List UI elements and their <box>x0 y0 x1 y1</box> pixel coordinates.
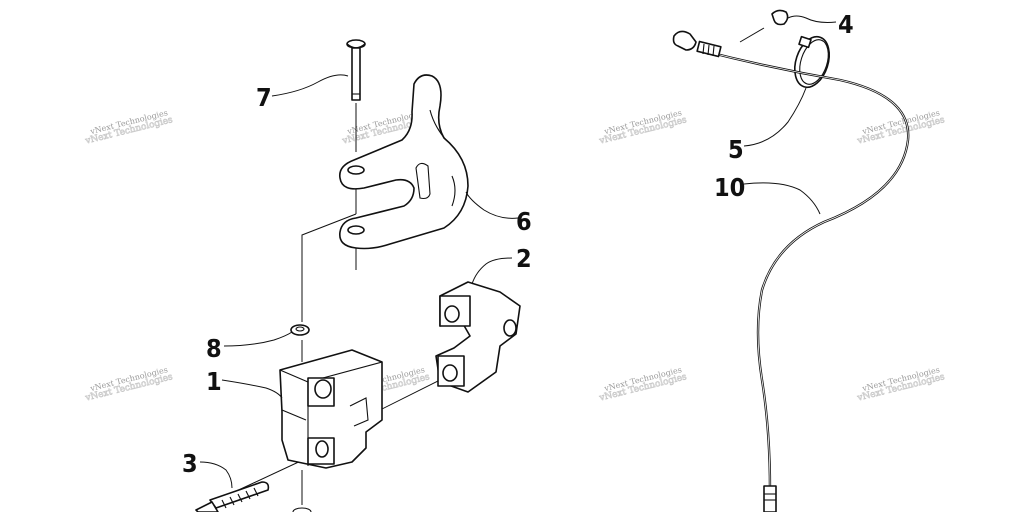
part-6-lever <box>338 74 469 250</box>
watermark: vNext Technologies vNext Technologies <box>597 108 688 147</box>
callout-7: 7 <box>256 83 272 112</box>
callout-3: 3 <box>182 449 198 478</box>
callout-5: 5 <box>728 135 744 164</box>
part-7-pin <box>346 39 366 101</box>
watermark: vNext Technologies vNext Technologies <box>597 365 688 404</box>
part-3-screw <box>195 481 312 512</box>
watermark: vNext Technologies vNext Technologies <box>855 108 946 147</box>
callout-8: 8 <box>206 334 222 363</box>
part-1-bracket-block <box>279 349 383 469</box>
part-5-cable-tie <box>793 35 831 89</box>
watermark: vNext Technologies vNext Technologies <box>83 365 174 404</box>
part-2-clamp-half <box>435 281 521 393</box>
leader-lines <box>199 15 837 489</box>
part-10-cable <box>672 30 910 512</box>
part-4-e-clip <box>739 9 789 43</box>
callout-6: 6 <box>516 207 532 236</box>
callout-labels: 7 6 2 8 1 3 4 5 10 <box>182 10 854 478</box>
callout-4: 4 <box>838 10 854 39</box>
callout-1: 1 <box>206 367 222 396</box>
part-8-bushing <box>290 324 310 336</box>
watermark: vNext Technologies vNext Technologies <box>855 365 946 404</box>
watermark: vNext Technologies vNext Technologies <box>83 108 174 147</box>
callout-2: 2 <box>516 244 532 273</box>
callout-10: 10 <box>714 173 745 202</box>
